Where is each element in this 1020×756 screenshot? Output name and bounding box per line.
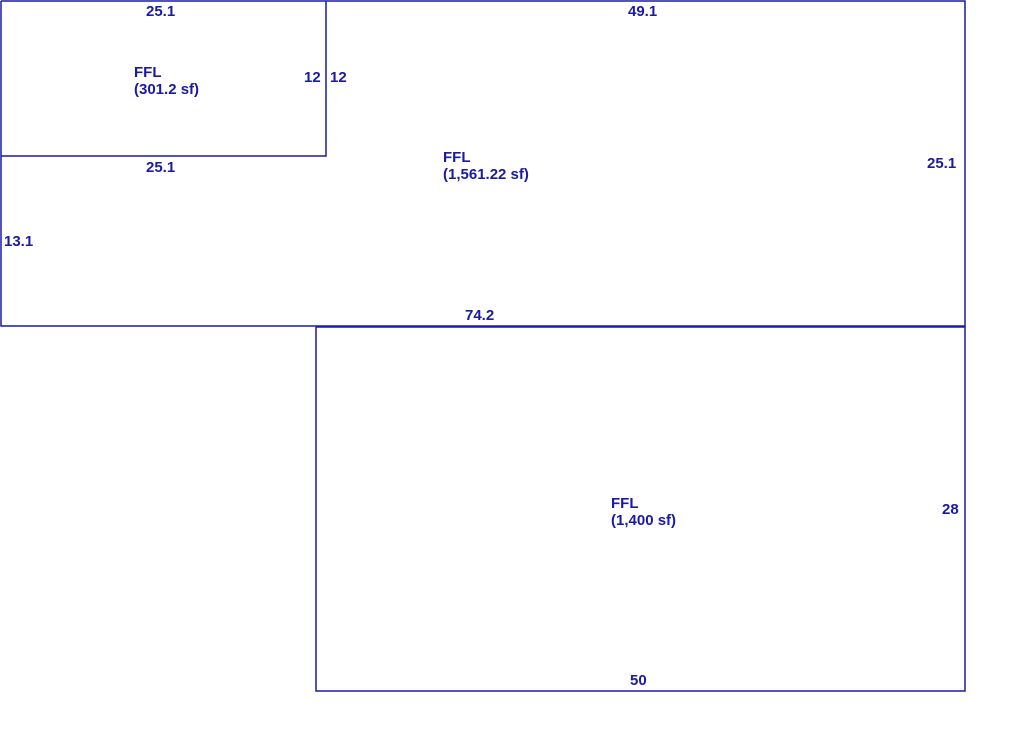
- area-label-bottom-size: (1,400 sf): [611, 512, 676, 529]
- dim-large-left-inner: 12: [330, 69, 347, 86]
- area-label-large-name: FFL: [443, 149, 471, 166]
- dim-bottom-bottom: 50: [630, 672, 647, 689]
- bottom-area-outline: [315, 326, 966, 692]
- dim-large-left: 13.1: [4, 233, 33, 250]
- area-label-small-size: (301.2 sf): [134, 81, 199, 98]
- dim-small-right: 12: [304, 69, 321, 86]
- area-label-bottom-name: FFL: [611, 495, 639, 512]
- dim-large-bottom: 74.2: [465, 307, 494, 324]
- dim-large-right: 25.1: [927, 155, 956, 172]
- dim-large-top: 49.1: [628, 3, 657, 20]
- dim-bottom-right: 28: [942, 501, 959, 518]
- dim-small-top: 25.1: [146, 3, 175, 20]
- dim-small-bottom: 25.1: [146, 159, 175, 176]
- area-label-small-name: FFL: [134, 64, 162, 81]
- large-area-outline: [0, 0, 966, 327]
- small-area-outline: [1, 1, 327, 157]
- area-label-large-size: (1,561.22 sf): [443, 166, 529, 183]
